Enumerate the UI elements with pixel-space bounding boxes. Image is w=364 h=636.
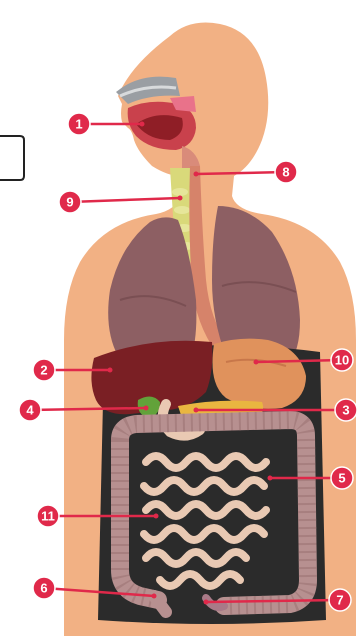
callout-tip-rectum xyxy=(152,594,157,599)
callout-number-mouth: 1 xyxy=(75,117,82,132)
callout-tip-pancreas xyxy=(194,408,199,413)
callout-tip-gallbladder xyxy=(144,406,149,411)
callout-number-large-intestine: 5 xyxy=(338,471,345,486)
callout-tip-large-intestine xyxy=(268,476,273,481)
callout-tip-pharynx xyxy=(194,172,199,177)
callout-tip-small-intestine xyxy=(154,514,159,519)
side-letter-box xyxy=(0,136,24,180)
callout-number-pharynx: 8 xyxy=(282,165,289,180)
callout-number-gallbladder: 4 xyxy=(26,403,34,418)
callout-number-pancreas: 3 xyxy=(342,403,349,418)
callout-number-liver: 2 xyxy=(40,363,47,378)
callout-number-small-intestine: 11 xyxy=(41,509,55,524)
callout-tip-mouth xyxy=(140,122,145,127)
callout-number-esophagus: 9 xyxy=(66,195,73,210)
callout-tip-stomach xyxy=(254,360,259,365)
callout-tip-liver xyxy=(108,368,113,373)
callout-number-appendix: 7 xyxy=(336,593,343,608)
callout-number-stomach: 10 xyxy=(335,353,349,368)
callout-number-rectum: 6 xyxy=(40,581,47,596)
callout-line-esophagus xyxy=(70,198,180,202)
callout-esophagus: 9 xyxy=(59,191,183,213)
callout-tip-esophagus xyxy=(178,196,183,201)
callout-tip-appendix xyxy=(204,600,209,605)
